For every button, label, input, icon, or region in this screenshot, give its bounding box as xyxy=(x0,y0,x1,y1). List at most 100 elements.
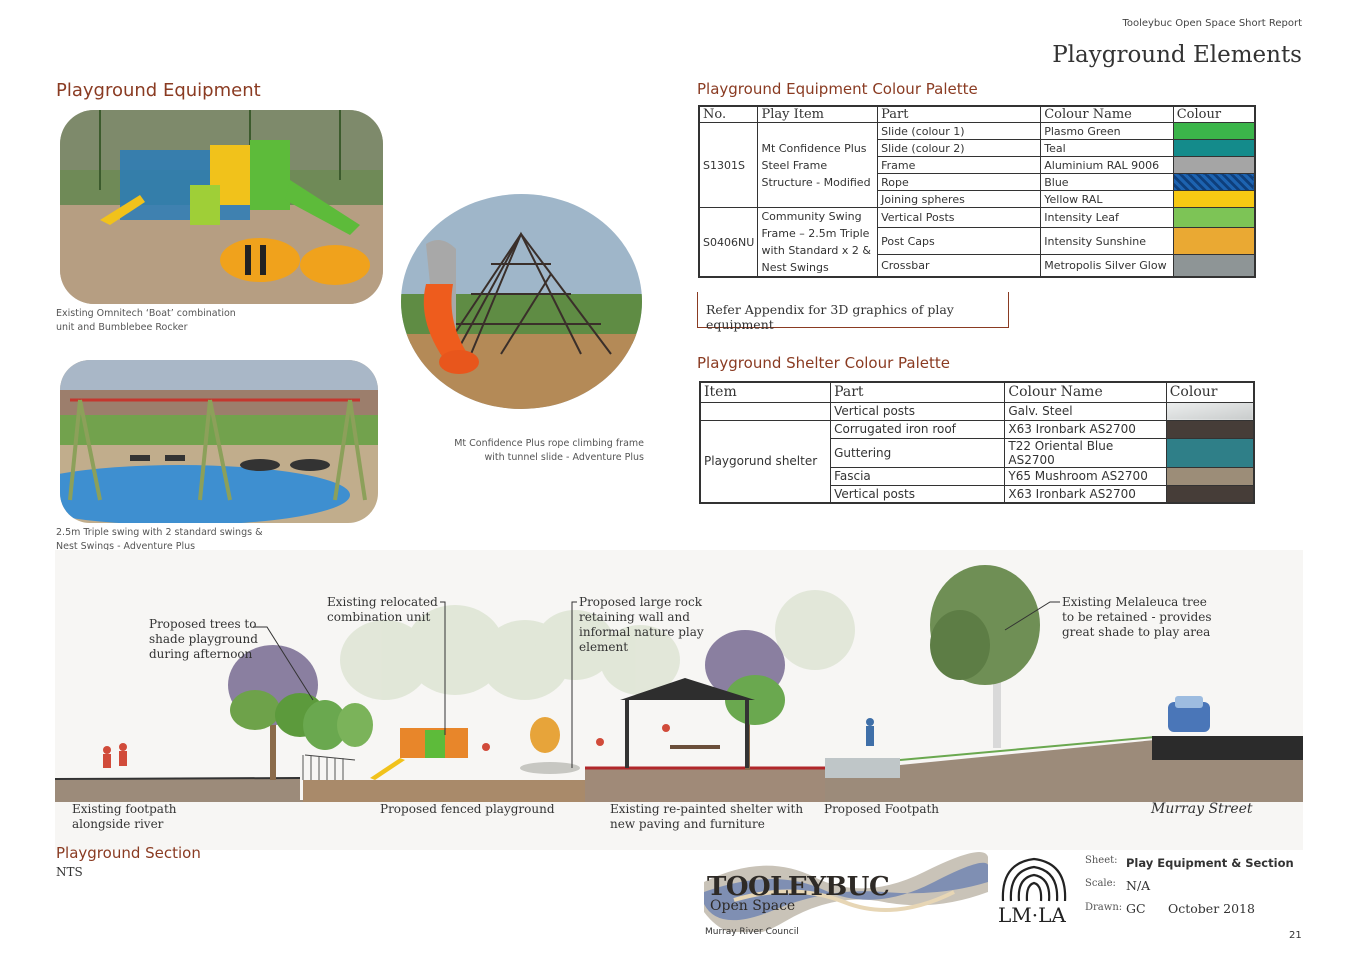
equipment-palette-heading: Playground Equipment Colour Palette xyxy=(697,80,978,98)
drawn-label: Drawn: xyxy=(1085,902,1123,913)
table-header-row: Item Part Colour Name Colour xyxy=(699,381,1255,403)
part: Slide (colour 1) xyxy=(877,122,1042,140)
colour-name: Teal xyxy=(1040,139,1174,157)
sheet-label: Sheet: xyxy=(1085,855,1118,866)
colour-name: X63 Ironbark AS2700 xyxy=(1004,419,1167,439)
colour-swatch xyxy=(1172,227,1256,255)
colour-name: Aluminium RAL 9006 xyxy=(1040,156,1174,174)
report-name: Tooleybuc Open Space Short Report xyxy=(1122,18,1302,29)
lmla-logo: LM·LA xyxy=(997,853,1071,927)
col-colour: Colour xyxy=(1165,381,1255,403)
label-proposed-footpath: Proposed Footpath xyxy=(824,802,940,816)
photo-triple-swing xyxy=(60,360,378,523)
sheet-value: Play Equipment & Section xyxy=(1126,856,1294,870)
item-number: S0406NU xyxy=(698,207,759,278)
colour-name: Metropolis Silver Glow xyxy=(1040,254,1174,278)
part: Frame xyxy=(877,156,1042,174)
equipment-palette-table: No. Play Item Part Colour Name Colour S1… xyxy=(698,105,1256,278)
colour-swatch xyxy=(1165,437,1255,468)
scale-value: N/A xyxy=(1126,878,1151,893)
colour-name: Galv. Steel xyxy=(1004,401,1167,421)
page-number: 21 xyxy=(1289,930,1302,941)
part: Joining spheres xyxy=(877,190,1042,208)
label-murray-street: Murray Street xyxy=(1151,801,1253,817)
col-part: Part xyxy=(877,105,1042,123)
drawn-value: GC xyxy=(1126,901,1146,916)
photo-rope-climbing-frame xyxy=(401,194,642,409)
part: Vertical posts xyxy=(830,401,1006,421)
firm-name: LM·LA xyxy=(998,903,1066,927)
fingerprint-icon xyxy=(1001,857,1067,902)
col-colour-name: Colour Name xyxy=(1040,105,1174,123)
colour-swatch xyxy=(1172,173,1256,191)
colour-name: Blue xyxy=(1040,173,1174,191)
colour-swatch xyxy=(1165,466,1255,486)
colour-swatch xyxy=(1165,484,1255,504)
caption-triple-swing: 2.5m Triple swing with 2 standard swings… xyxy=(56,527,263,552)
colour-name: Yellow RAL xyxy=(1040,190,1174,208)
col-colour-name: Colour Name xyxy=(1004,381,1167,403)
item: Playgorund shelter xyxy=(699,419,832,504)
part: Corrugated iron roof xyxy=(830,419,1006,439)
col-no: No. xyxy=(698,105,759,123)
table-header-row: No. Play Item Part Colour Name Colour xyxy=(698,105,1256,123)
colour-name: Intensity Sunshine xyxy=(1040,227,1174,255)
appendix-note: Refer Appendix for 3D graphics of play e… xyxy=(697,292,1009,332)
logo-title: TOOLEYBUC xyxy=(707,872,890,902)
table-row: Slide (colour 2) Teal xyxy=(699,139,1256,157)
item-number: S1301S xyxy=(698,122,759,208)
drawn-date: October 2018 xyxy=(1168,901,1255,916)
colour-swatch xyxy=(1165,401,1255,421)
colour-name: Plasmo Green xyxy=(1040,122,1174,140)
col-colour: Colour xyxy=(1172,105,1256,123)
photo-combination-unit xyxy=(60,110,383,304)
colour-swatch xyxy=(1172,254,1256,278)
scale-label: Scale: xyxy=(1085,878,1116,889)
col-item: Item xyxy=(699,381,832,403)
col-part: Part xyxy=(830,381,1006,403)
part: Crossbar xyxy=(877,254,1042,278)
shelter-palette-table: Item Part Colour Name Colour Vertical po… xyxy=(699,381,1255,504)
table-row: Vertical posts X63 Ironbark AS2700 xyxy=(700,484,1255,504)
part: Rope xyxy=(877,173,1042,191)
tooleybuc-logo: TOOLEYBUC Open Space xyxy=(704,852,988,932)
part: Fascia xyxy=(830,466,1006,486)
section-scale-note: NTS xyxy=(56,865,83,879)
part: Slide (colour 2) xyxy=(877,139,1042,157)
colour-name: T22 Oriental Blue AS2700 xyxy=(1004,437,1167,468)
table-row: Rope Blue xyxy=(699,173,1256,191)
colour-swatch xyxy=(1172,139,1256,157)
table-row: Post Caps Intensity Sunshine xyxy=(699,227,1256,255)
page-title: Playground Elements xyxy=(1052,42,1302,68)
colour-swatch xyxy=(1172,190,1256,208)
part: Guttering xyxy=(830,437,1006,468)
council-name: Murray River Council xyxy=(705,927,799,937)
shelter-palette-heading: Playground Shelter Colour Palette xyxy=(697,354,950,372)
colour-name: Intensity Leaf xyxy=(1040,206,1174,229)
table-row: Playgorund shelter Corrugated iron roof … xyxy=(699,419,1255,504)
col-play-item: Play Item xyxy=(757,105,879,123)
item-blank xyxy=(699,401,832,421)
part: Vertical posts xyxy=(830,484,1006,504)
section-heading: Playground Section xyxy=(56,844,201,862)
part: Vertical Posts xyxy=(877,206,1042,229)
logo-subtitle: Open Space xyxy=(710,898,796,914)
colour-swatch xyxy=(1172,206,1256,229)
colour-name: X63 Ironbark AS2700 xyxy=(1004,484,1167,504)
table-row: Vertical posts Galv. Steel xyxy=(699,401,1255,421)
label-fenced-playground: Proposed fenced playground xyxy=(380,802,555,816)
playground-section-drawing xyxy=(54,550,1303,850)
colour-swatch xyxy=(1165,419,1255,439)
